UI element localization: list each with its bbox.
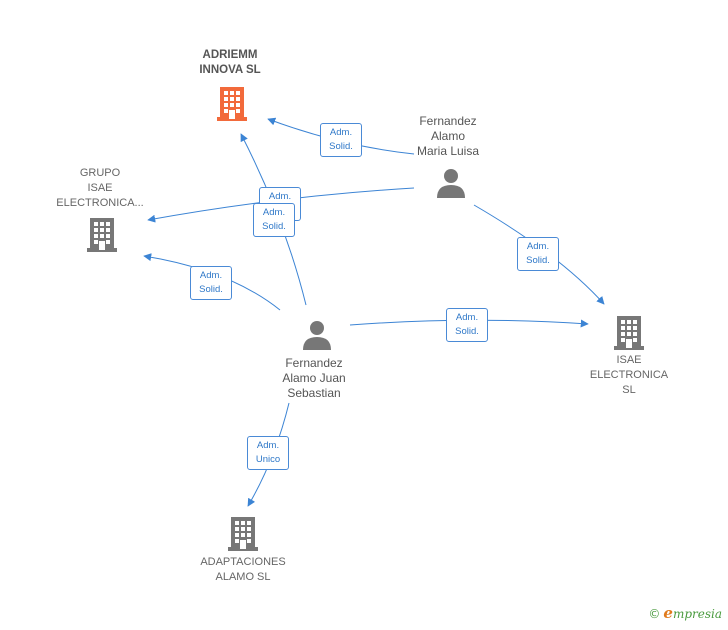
edge-label-juan-adriemm[interactable]: Adm. Solid. (253, 203, 295, 237)
person-icon[interactable] (436, 168, 466, 198)
copyright-symbol: © (648, 607, 661, 621)
brand-name: mpresia (672, 607, 722, 621)
edge-label-maria-adriemm[interactable]: Adm. Solid. (320, 123, 362, 157)
edge-label-maria-isae[interactable]: Adm. Solid. (517, 237, 559, 271)
edge-label-juan-adaptaciones[interactable]: Adm. Unico (247, 436, 289, 470)
company-label-adriemm[interactable]: ADRIEMM INNOVA SL (199, 49, 261, 76)
empresia-watermark: ©empresia (648, 604, 722, 622)
person-label-juan[interactable]: Fernandez Alamo Juan Sebastian (282, 356, 346, 400)
person-label-maria[interactable]: Fernandez Alamo Maria Luisa (416, 114, 480, 158)
edge-label-juan-isae[interactable]: Adm. Solid. (446, 308, 488, 342)
edge-label-juan-grupo[interactable]: Adm. Solid. (190, 266, 232, 300)
building-icon[interactable] (228, 515, 258, 551)
building-icon[interactable] (87, 216, 117, 252)
building-icon[interactable] (217, 85, 247, 121)
company-label-isae[interactable]: ISAE ELECTRONICA SL (589, 354, 669, 396)
company-label-grupo[interactable]: GRUPO ISAE ELECTRONICA... (56, 167, 144, 209)
company-label-adaptaciones[interactable]: ADAPTACIONES ALAMO SL (200, 556, 286, 583)
building-icon[interactable] (614, 314, 644, 350)
brand-initial: e (663, 604, 673, 622)
person-icon[interactable] (302, 320, 332, 350)
